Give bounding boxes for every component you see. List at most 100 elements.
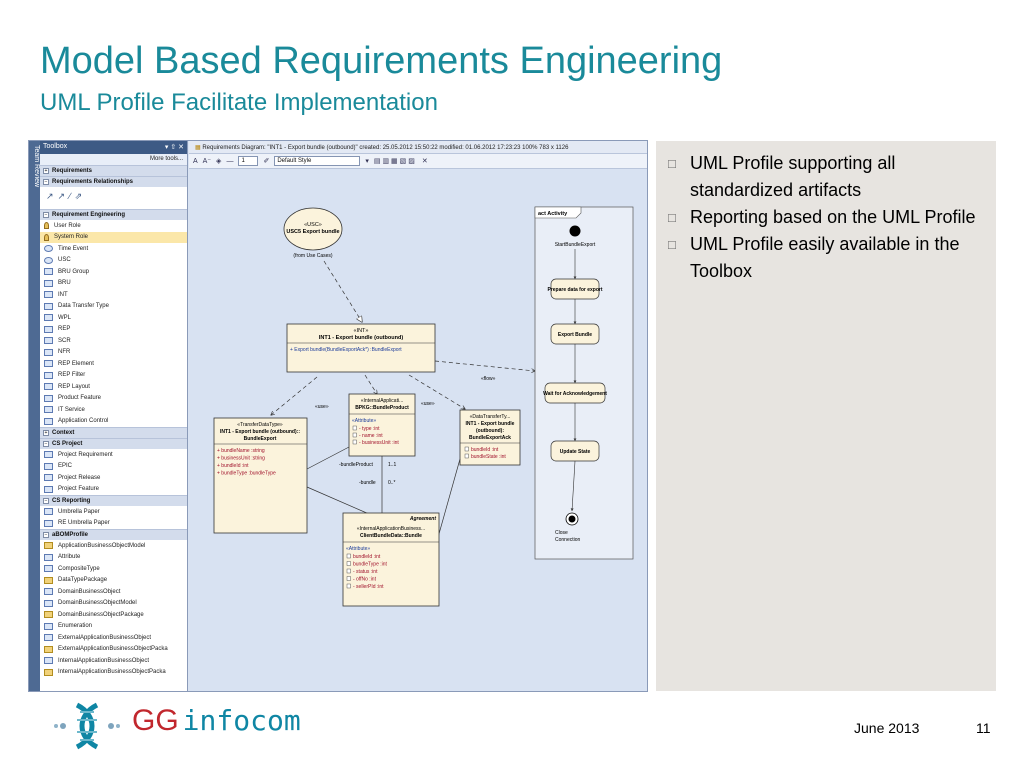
assoc-transfer-bpkg[interactable] xyxy=(306,446,350,470)
toolbox-item[interactable]: WPL xyxy=(40,312,187,324)
toolbox-item[interactable]: REP Layout xyxy=(40,381,187,393)
class-attribute[interactable]: - sellerPId :int xyxy=(353,584,384,590)
collapse-icon[interactable]: − xyxy=(43,441,49,447)
toolbox-section[interactable]: −CS Reporting xyxy=(40,495,187,506)
toolbox-item[interactable]: Product Feature xyxy=(40,393,187,405)
usc-use-case[interactable]: «USC» USC5 Export bundle xyxy=(283,207,343,251)
toolbox-item[interactable]: CompositeType xyxy=(40,563,187,575)
toolbox-item[interactable]: RE Umbrella Paper xyxy=(40,518,187,530)
expand-icon[interactable]: + xyxy=(43,168,49,174)
toolbox-section[interactable]: −Requirements Relationships xyxy=(40,176,187,187)
toolbox-item[interactable]: InternalApplicationBusinessObjectPacka xyxy=(40,667,187,679)
toolbox-item[interactable]: Umbrella Paper xyxy=(40,506,187,518)
activity-action[interactable]: Wait for Acknowledgement xyxy=(543,382,607,404)
toolbox-item[interactable]: DomainBusinessObject xyxy=(40,586,187,598)
toolbox-item[interactable]: DomainBusinessObjectPackage xyxy=(40,609,187,621)
toolbox-item[interactable]: System Role xyxy=(40,231,187,243)
class-attribute[interactable]: bundleId :int xyxy=(353,554,381,560)
toolbox-item[interactable]: NFR xyxy=(40,347,187,359)
flow-connector[interactable] xyxy=(434,360,535,371)
toolbox-item[interactable]: REP Filter xyxy=(40,370,187,382)
bpkg-class[interactable]: «InternalApplicati... BPKG::BundleProduc… xyxy=(348,393,416,457)
toolbox-section[interactable]: −CS Project xyxy=(40,438,187,449)
toolbox-item[interactable]: ExternalApplicationBusinessObject xyxy=(40,632,187,644)
class-attribute[interactable]: - status :int xyxy=(353,569,378,575)
align-icons[interactable]: ▤▥▦▧▨ xyxy=(373,158,417,165)
toolbox-item[interactable]: Project Feature xyxy=(40,484,187,496)
class-attribute[interactable]: - type :int xyxy=(359,426,380,432)
activity-action[interactable]: Prepare data for export xyxy=(547,278,603,300)
toolbox-section[interactable]: −aBOMProfile xyxy=(40,529,187,540)
collapse-icon[interactable]: − xyxy=(43,179,49,185)
toolbox-item[interactable]: ExternalApplicationBusinessObjectPacka xyxy=(40,644,187,656)
toolbox-item[interactable]: EPIC xyxy=(40,461,187,473)
class-attribute[interactable]: + bundleName :string xyxy=(217,448,265,454)
toolbox-controls-icon[interactable]: ▾ ⇧ ✕ xyxy=(164,144,184,151)
class-attribute[interactable]: - businessUnit :int xyxy=(359,440,399,446)
style-dropdown-icon[interactable]: ▾ xyxy=(365,158,369,165)
use-connector-left[interactable] xyxy=(271,376,318,415)
transfer-data-type-class[interactable]: «TransferDataType» INT1 - Export bundle … xyxy=(213,417,308,534)
close-toolbar-icon[interactable]: ✕ xyxy=(421,158,428,165)
toolbox-item[interactable]: SCR xyxy=(40,335,187,347)
team-review-rail[interactable]: Team Review xyxy=(29,141,40,691)
class-attribute[interactable]: + businessUnit :string xyxy=(217,456,265,462)
use-connector-center[interactable] xyxy=(364,374,377,394)
toolbox-item[interactable]: REP xyxy=(40,324,187,336)
toolbox-item[interactable]: InternalApplicationBusinessObject xyxy=(40,655,187,667)
line-width-field[interactable]: 1 xyxy=(238,156,259,166)
more-tools-link[interactable]: More tools... xyxy=(40,154,187,165)
toolbox-item[interactable]: DataTypePackage xyxy=(40,575,187,587)
toolbox-item[interactable]: INT xyxy=(40,289,187,301)
class-attribute[interactable]: bundleState :int xyxy=(471,454,506,460)
toolbox-item[interactable]: Application Control xyxy=(40,416,187,428)
text-format-icon[interactable]: A xyxy=(193,157,198,165)
toolbox-item[interactable]: ApplicationBusinessObjectModel xyxy=(40,540,187,552)
activity-action[interactable]: Export Bundle xyxy=(550,323,600,345)
class-attribute[interactable]: + bundleType :bundleType xyxy=(217,471,276,477)
relationship-tools-icon[interactable]: ↗↗∕⇗ xyxy=(46,191,87,201)
toolbox-item[interactable]: BRU xyxy=(40,278,187,290)
toolbox-item[interactable]: Enumeration xyxy=(40,621,187,633)
assoc-dtt-bundle[interactable] xyxy=(436,458,461,542)
class-attribute[interactable]: - offNo :int xyxy=(353,577,377,583)
toolbox-item[interactable]: DomainBusinessObjectModel xyxy=(40,598,187,610)
class-attribute[interactable]: + bundleId :int xyxy=(217,463,249,469)
data-transfer-type-class[interactable]: «DataTransferTy... INT1 - Export bundle … xyxy=(459,409,521,466)
class-attribute[interactable]: bundleId :int xyxy=(471,447,499,453)
toolbox-item[interactable]: USC xyxy=(40,255,187,267)
client-bundle-class[interactable]: Agreement «InternalApplicationBusiness..… xyxy=(342,512,440,607)
toolbox-item[interactable]: BRU Group xyxy=(40,266,187,278)
use-connector-right[interactable] xyxy=(408,374,465,409)
collapse-icon[interactable]: − xyxy=(43,212,49,218)
toolbox-section[interactable]: +Context xyxy=(40,427,187,438)
font-size-icon[interactable]: A⁻ xyxy=(202,158,212,165)
toolbox-item-label: Time Event xyxy=(58,245,89,252)
class-attribute[interactable]: - name :int xyxy=(359,433,383,439)
collapse-icon[interactable]: − xyxy=(43,532,49,538)
toolbox-item[interactable]: REP Element xyxy=(40,358,187,370)
expand-icon[interactable]: + xyxy=(43,430,49,436)
style-select[interactable]: Default Style xyxy=(274,156,361,166)
line-color-icon[interactable]: — xyxy=(226,157,234,165)
toolbox-item[interactable]: Data Transfer Type xyxy=(40,301,187,313)
toolbox-item[interactable]: Project Requirement xyxy=(40,449,187,461)
format-painter-icon[interactable]: ✐ xyxy=(263,158,270,165)
toolbox-item[interactable]: IT Service xyxy=(40,404,187,416)
toolbox-section[interactable]: −Requirement Engineering xyxy=(40,209,187,220)
assoc-transfer-bundle[interactable] xyxy=(306,486,370,515)
collapse-icon[interactable]: − xyxy=(43,498,49,504)
toolbox-item[interactable]: Time Event xyxy=(40,243,187,255)
flow-edge[interactable] xyxy=(570,460,576,512)
realization-connector[interactable] xyxy=(323,260,362,322)
class-attribute[interactable]: bundleType :int xyxy=(353,562,388,568)
toolbox-item[interactable]: User Role xyxy=(40,220,187,232)
int-element[interactable]: «INT» INT1 - Export bundle (outbound) + … xyxy=(286,323,436,373)
fill-color-icon[interactable]: ◈ xyxy=(216,158,222,165)
final-node[interactable] xyxy=(565,512,579,526)
toolbox-item[interactable]: Attribute xyxy=(40,552,187,564)
toolbox-item[interactable]: Project Release xyxy=(40,472,187,484)
activity-action[interactable]: Update State xyxy=(550,440,600,462)
initial-node[interactable] xyxy=(569,225,581,237)
toolbox-section[interactable]: +Requirements xyxy=(40,165,187,176)
